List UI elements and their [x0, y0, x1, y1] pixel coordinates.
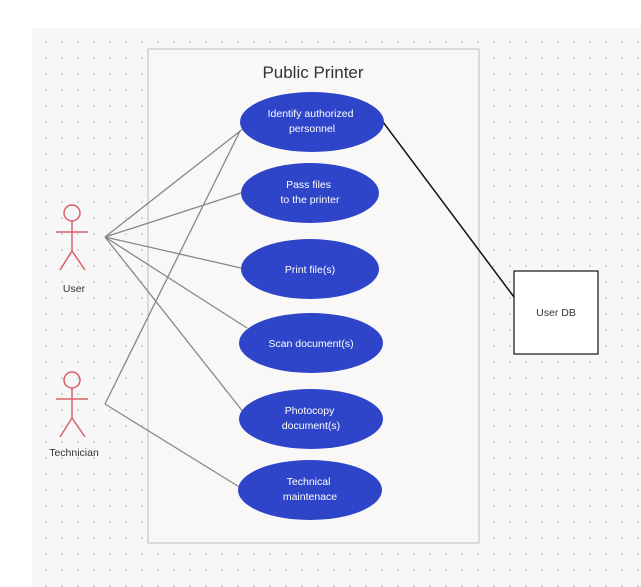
user-db-label: User DB	[536, 307, 576, 319]
associations	[104, 127, 248, 489]
actor-leg-left	[59, 250, 73, 271]
svg-text:Print file(s): Print file(s)	[285, 264, 335, 276]
actor-user-label: User	[63, 283, 86, 295]
association-technician-maintenance[interactable]	[104, 403, 242, 489]
use-case-print[interactable]: Print file(s)	[241, 239, 379, 299]
user-db-box	[513, 270, 599, 355]
actor-leg-right	[71, 250, 86, 271]
use-case-label: to the printer	[281, 194, 340, 206]
use-case-label: Identify authorized	[268, 108, 354, 120]
svg-text:Identify authorized pers: Identify authorized personnel	[268, 108, 357, 135]
use-case-ellipse	[239, 313, 383, 373]
association-user-photocopy[interactable]	[104, 236, 245, 414]
actor-technician-label: Technician	[49, 447, 99, 459]
use-case-label: personnel	[289, 123, 335, 135]
use-case-ellipse	[239, 389, 383, 449]
use-case-label: document(s)	[282, 420, 340, 432]
actor-leg-right	[71, 417, 86, 438]
use-case-pass[interactable]: Pass files to the printer	[241, 163, 379, 223]
use-case-ellipse	[240, 92, 384, 152]
use-case-label: Technical	[287, 476, 331, 488]
svg-text:Scan document(s): Scan document(s)	[268, 338, 353, 350]
use-case-label: Scan document(s)	[268, 338, 353, 350]
actor-head	[63, 204, 81, 222]
use-case-ellipse	[238, 460, 382, 520]
association-user-pass[interactable]	[104, 192, 242, 238]
association-user-identify[interactable]	[104, 127, 245, 238]
use-case-scan[interactable]: Scan document(s)	[239, 313, 383, 373]
use-case-label: Print file(s)	[285, 264, 335, 276]
svg-text:Pass files to the printe: Pass files to the printer	[281, 179, 340, 206]
external-user-db[interactable]: User DB	[513, 270, 599, 355]
use-case-label: Pass files	[286, 179, 331, 191]
use-case-photocopy[interactable]: Photocopy document(s)	[239, 389, 383, 449]
use-case-ellipse	[241, 239, 379, 299]
association-user-print[interactable]	[104, 236, 242, 269]
use-case-identify[interactable]: Identify authorized personnel	[240, 92, 384, 152]
actor-leg-left	[59, 417, 73, 438]
svg-text:Technical maintenace: Technical maintenace	[283, 476, 337, 503]
actor-head	[63, 371, 81, 389]
svg-text:Photocopy document(s): Photocopy document(s)	[282, 405, 340, 432]
system-title: Public Printer	[262, 63, 363, 82]
actor-technician[interactable]	[56, 371, 88, 438]
actor-user[interactable]	[56, 204, 88, 271]
use-case-label: maintenace	[283, 491, 337, 503]
association-technician-identify[interactable]	[104, 130, 241, 405]
association-user-scan[interactable]	[104, 236, 248, 329]
use-case-maintenance[interactable]: Technical maintenace	[238, 460, 382, 520]
use-case-ellipse	[241, 163, 379, 223]
use-case-label: Photocopy	[285, 405, 335, 417]
association-identify-userdb[interactable]	[382, 121, 515, 298]
